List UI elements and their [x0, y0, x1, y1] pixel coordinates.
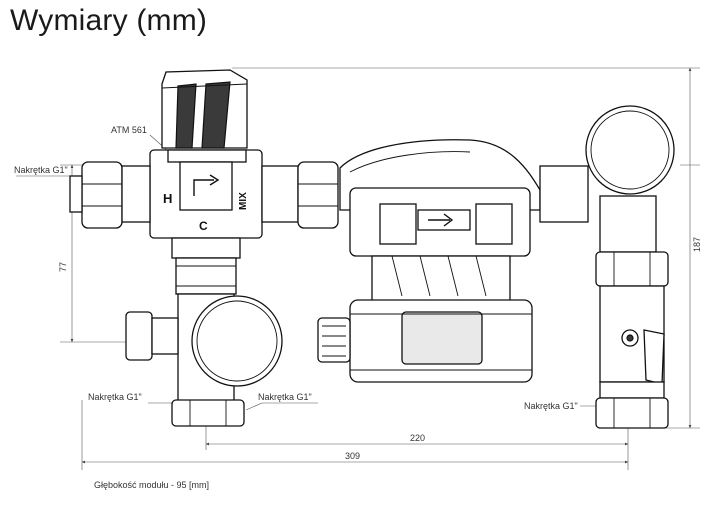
footnote: Głębokość modułu - 95 [mm] — [94, 480, 209, 490]
page-title: Wymiary (mm) — [10, 4, 208, 37]
label-nut-bottom-left: Nakrętka G1" — [88, 392, 142, 402]
dim-width-total: 309 — [345, 451, 360, 461]
valve-letter-c: C — [199, 219, 208, 233]
label-nut-bottom-right: Nakrętka G1" — [524, 401, 578, 411]
pump — [317, 139, 541, 383]
label-nut-top-left: Nakrętka G1" — [14, 165, 68, 175]
mixing-valve: H C MIX — [149, 69, 263, 295]
dim-width-partial: 220 — [410, 433, 425, 443]
label-nut-bottom-mid: Nakrętka G1" — [258, 392, 312, 402]
right-column — [539, 105, 675, 429]
nut-top-left — [69, 161, 151, 229]
label-atm: ATM 561 — [111, 125, 147, 135]
nut-top-mid — [261, 161, 339, 229]
valve-letter-mix: MIX — [238, 192, 249, 210]
valve-letter-h: H — [163, 191, 172, 206]
tee-fitting — [125, 293, 283, 427]
flow-arrow-icon — [428, 213, 454, 227]
dim-height-partial: 77 — [58, 262, 68, 272]
arrow-icon — [193, 179, 214, 196]
dim-height-total: 187 — [692, 237, 702, 252]
